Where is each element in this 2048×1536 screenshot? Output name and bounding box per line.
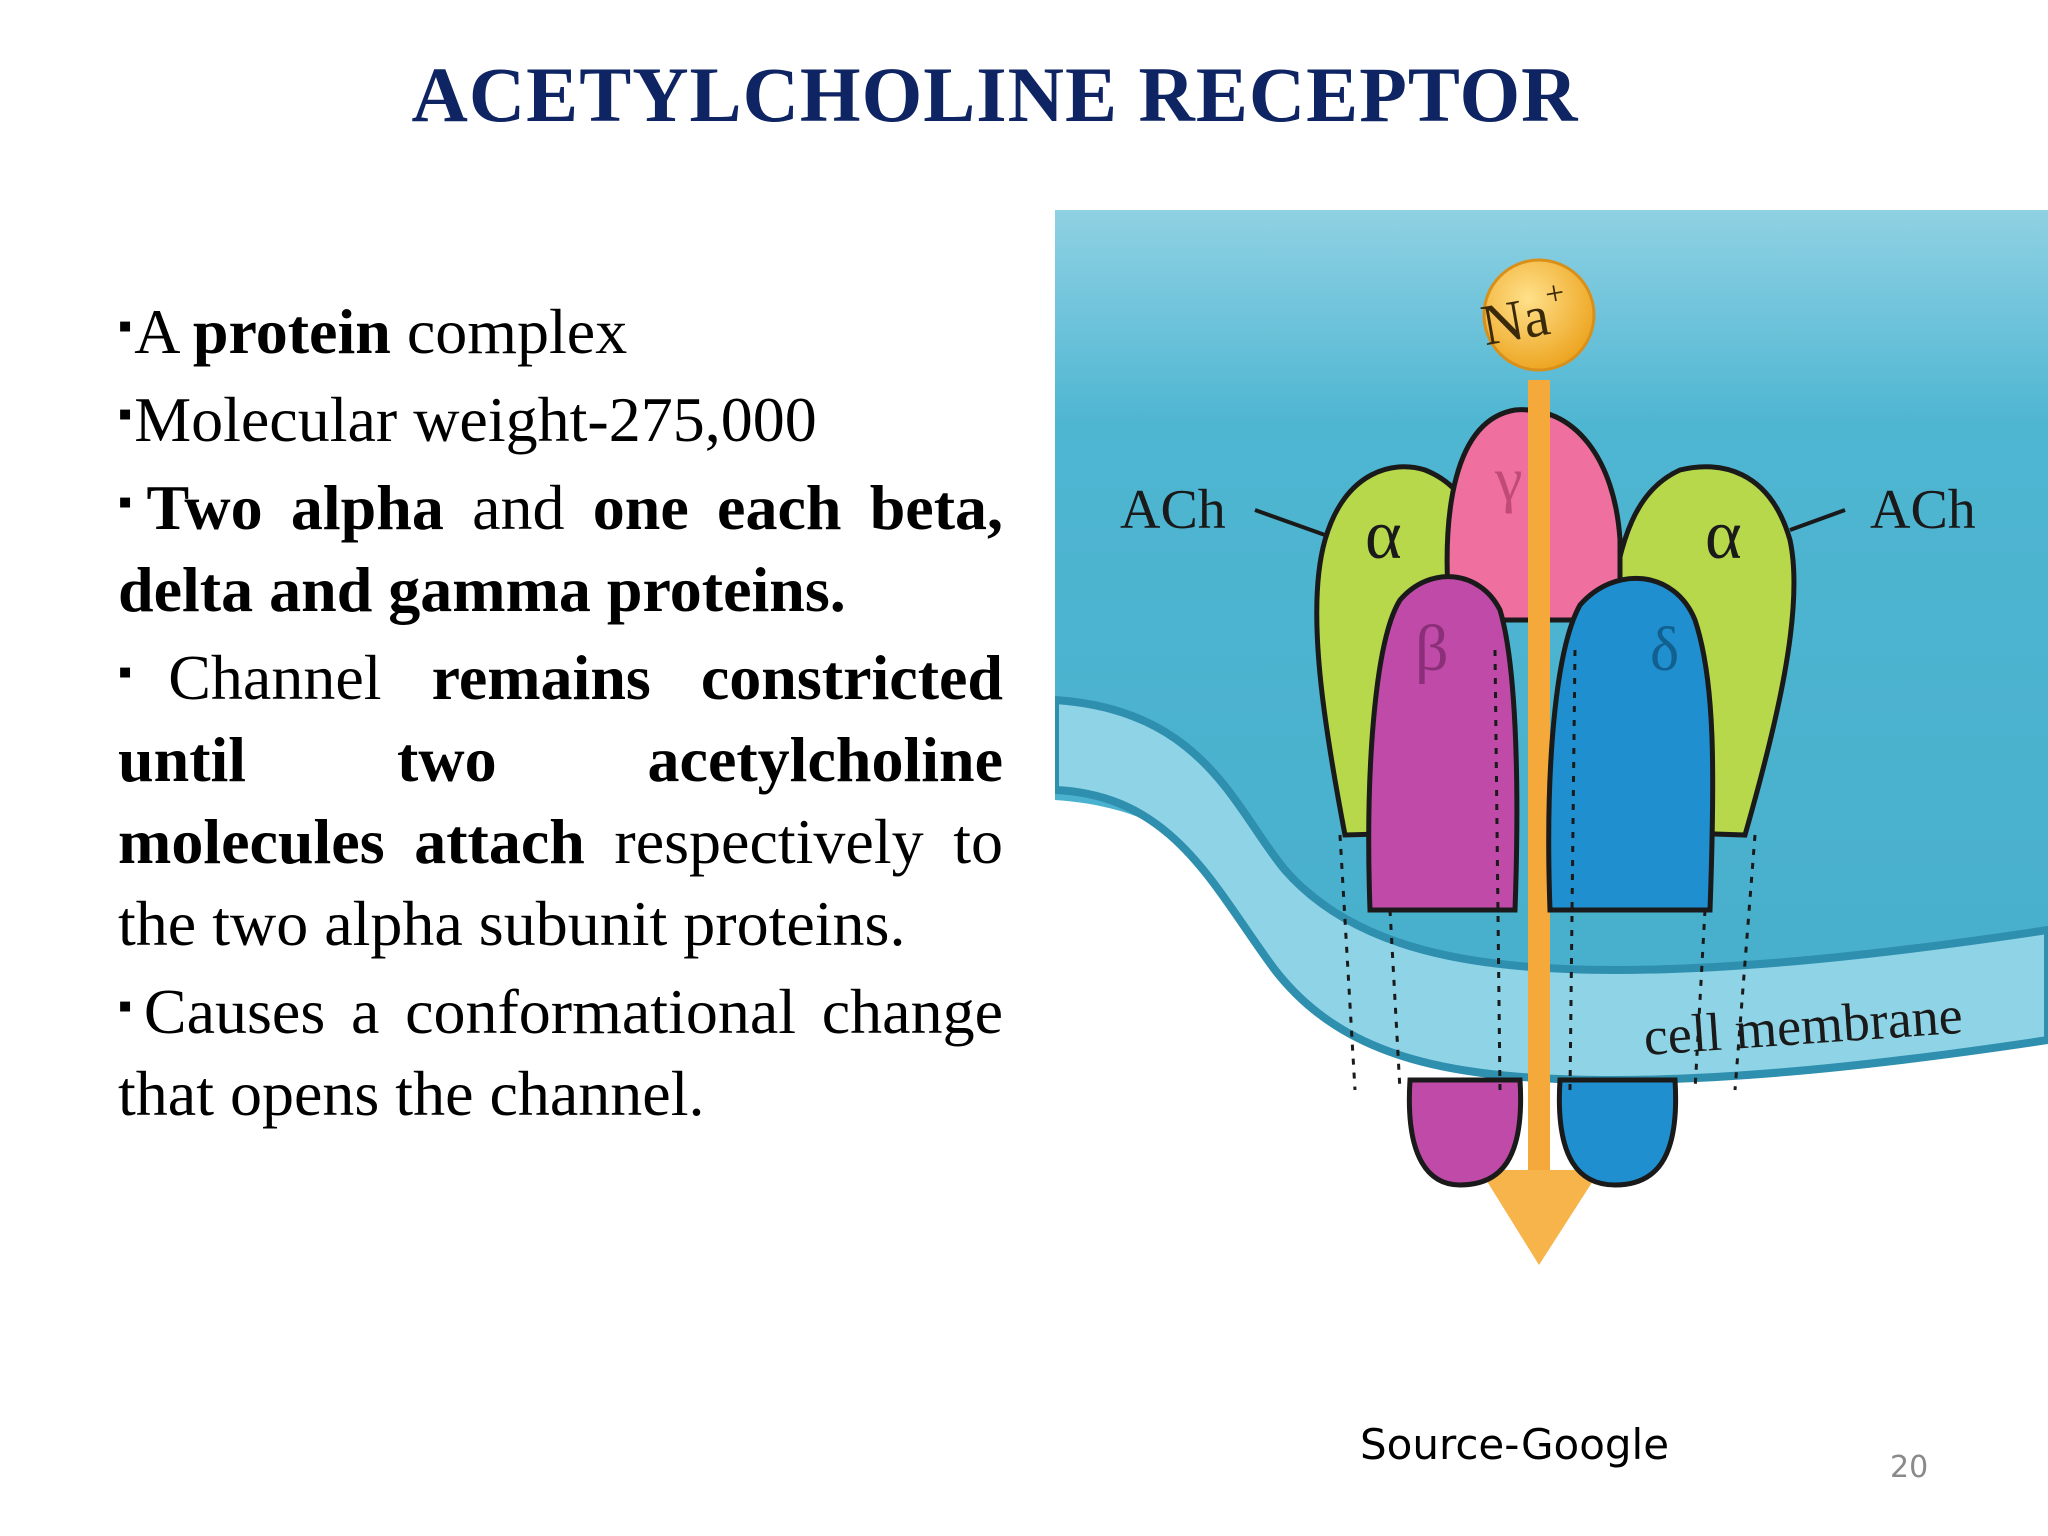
bullet-marker: ▪ [118, 303, 133, 348]
source-credit: Source-Google [1360, 1420, 1670, 1469]
beta-label: β [1415, 612, 1449, 685]
delta-label: δ [1650, 616, 1679, 684]
ach-pointer-right [1789, 508, 1846, 532]
page-number: 20 [1890, 1450, 1929, 1485]
alpha-right-label: α [1705, 497, 1742, 574]
alpha-left-label: α [1365, 497, 1402, 574]
bullet-marker: ▪ [118, 479, 145, 524]
cell-membrane [1055, 695, 2048, 1085]
bullet-marker: ▪ [118, 649, 167, 694]
ach-right-label: ACh [1870, 479, 1976, 541]
ach-left-label: ACh [1120, 479, 1226, 541]
beta-subunit-lower [1406, 1077, 1524, 1188]
bullet-list: ▪A protein complex ▪Molecular weight-275… [118, 285, 1003, 1135]
gamma-label: γ [1494, 446, 1522, 514]
bullet-marker: ▪ [118, 391, 133, 436]
bullet-item: ▪Two alpha and one each beta, delta and … [118, 472, 1004, 625]
channel-arrow-head [1480, 1170, 1600, 1265]
ach-pointer-left [1254, 508, 1326, 537]
delta-subunit-lower [1556, 1077, 1679, 1188]
channel-arrow-shaft [1528, 380, 1550, 1180]
extracellular-region [1055, 210, 2048, 1055]
bullet-item: ▪A protein complex [118, 296, 628, 367]
receptor-diagram: Na+ α α γ β δ ACh ACh cell membrane [1055, 210, 2048, 1265]
sodium-ion [1482, 258, 1596, 372]
transmembrane-outlines [1338, 649, 1757, 1091]
bullet-item: ▪Channel remains constricted until two a… [118, 642, 1004, 959]
bullet-item: ▪Causes a conformational change that ope… [118, 976, 1003, 1129]
beta-subunit [1366, 574, 1520, 913]
delta-subunit [1546, 575, 1716, 913]
bullet-item: ▪Molecular weight-275,000 [118, 384, 817, 455]
slide-title: ACETYLCHOLINE RECEPTOR [411, 51, 1579, 138]
bullet-marker: ▪ [118, 983, 142, 1028]
